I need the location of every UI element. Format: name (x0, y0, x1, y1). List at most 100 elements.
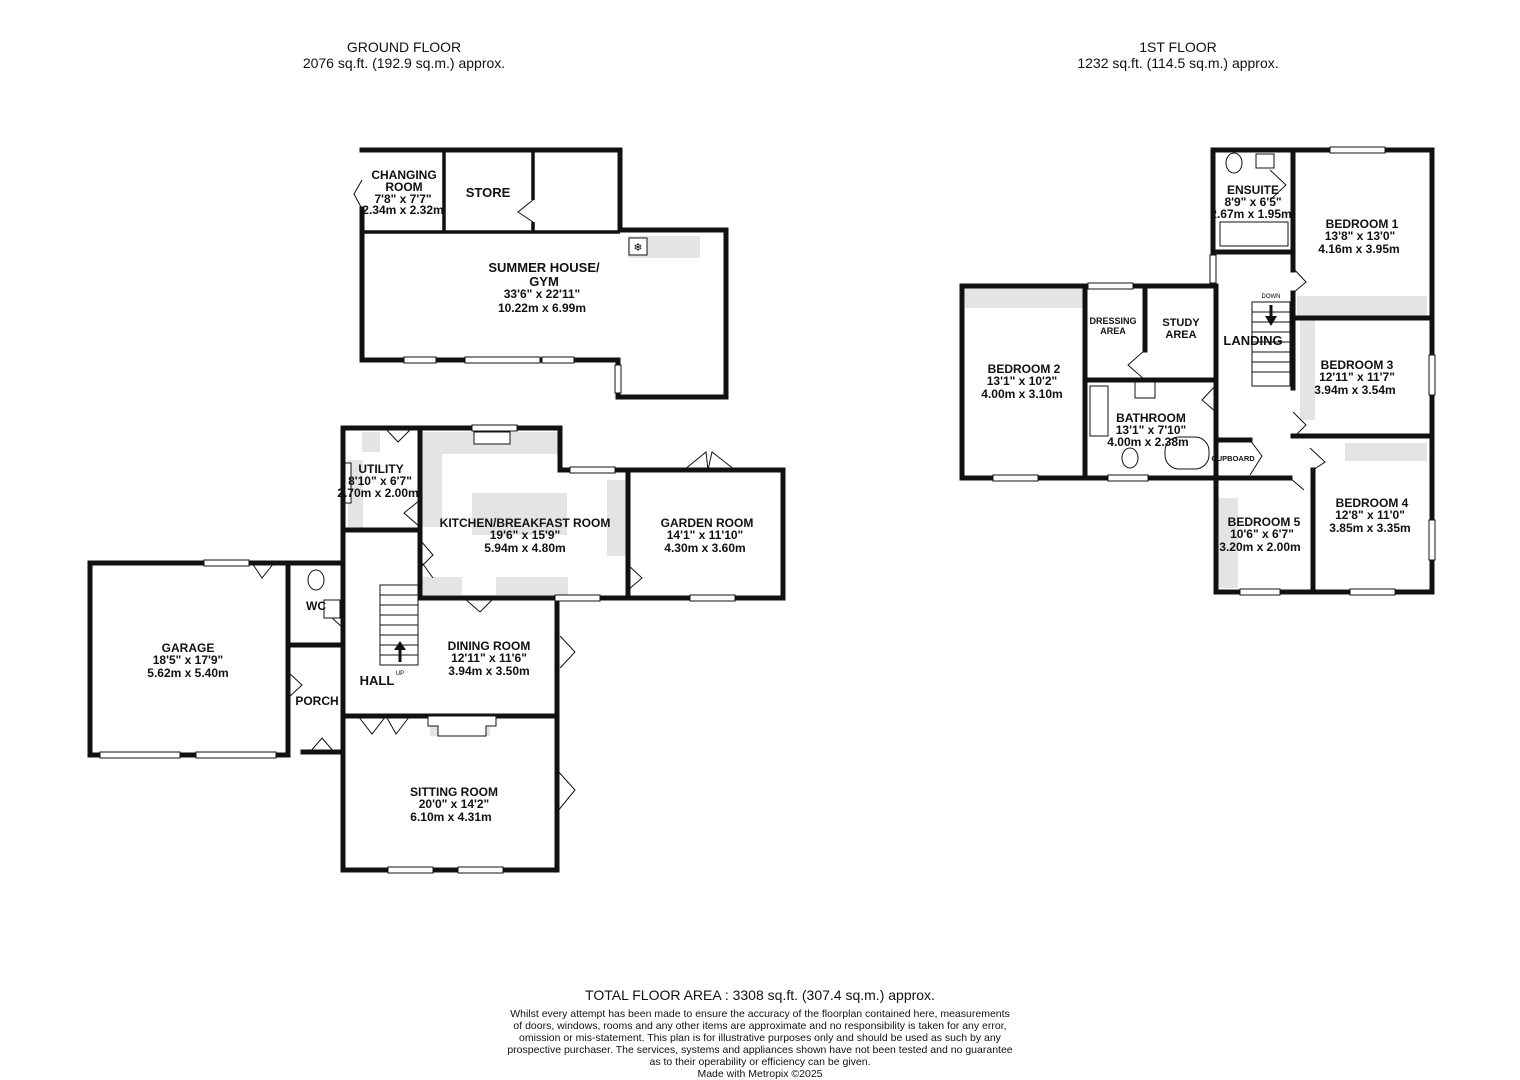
first-floor-block: DOWN (959, 146, 1436, 596)
svg-text:14'1" x 11'10": 14'1" x 11'10" (667, 528, 743, 542)
svg-text:3.94m x 3.50m: 3.94m x 3.50m (448, 664, 529, 678)
svg-text:4.00m x 3.10m: 4.00m x 3.10m (981, 387, 1062, 401)
svg-text:WC: WC (306, 599, 326, 613)
svg-text:18'5" x 17'9": 18'5" x 17'9" (153, 653, 223, 667)
svg-text:4.30m x 3.60m: 4.30m x 3.60m (664, 541, 745, 555)
ground-floor-area: 2076 sq.ft. (192.9 sq.m.) approx. (302, 55, 506, 71)
svg-text:BEDROOM 5: BEDROOM 5 (1228, 515, 1301, 529)
room-changing-room: CHANGING ROOM 7'8" x 7'7" 2.34m x 2.32m (362, 168, 443, 217)
stairs-up-label: UP (396, 671, 404, 677)
svg-text:GARAGE: GARAGE (162, 641, 215, 655)
svg-text:ENSUITE: ENSUITE (1227, 183, 1279, 197)
room-sitting-room: SITTING ROOM 20'0" x 14'2" 6.10m x 4.31m (410, 785, 498, 824)
room-dressing-area: DRESSING AREA (1089, 316, 1136, 336)
room-bedroom-2: BEDROOM 2 13'1" x 10'2" 4.00m x 3.10m (981, 362, 1062, 401)
svg-text:BATHROOM: BATHROOM (1116, 411, 1186, 425)
room-hall: HALL (360, 673, 395, 688)
svg-text:12'11" x 11'7": 12'11" x 11'7" (1319, 370, 1395, 384)
svg-text:ROOM: ROOM (385, 180, 422, 194)
svg-text:DINING ROOM: DINING ROOM (448, 639, 531, 653)
disclaimer-line: prospective purchaser. The services, sys… (507, 1044, 1013, 1056)
toilet-icon (307, 569, 325, 591)
room-garden-room: GARDEN ROOM 14'1" x 11'10" 4.30m x 3.60m (661, 516, 754, 555)
disclaimer-line: as to their operability or efficiency ca… (649, 1056, 871, 1068)
svg-text:12'8" x 11'0": 12'8" x 11'0" (1335, 508, 1405, 522)
metropix-credit: Made with Metropix ©2025 (697, 1068, 823, 1080)
disclaimer-line: Whilst every attempt has been made to en… (510, 1008, 1010, 1020)
svg-text:3.85m x 3.35m: 3.85m x 3.35m (1329, 521, 1410, 535)
first-floor-header: 1ST FLOOR 1232 sq.ft. (114.5 sq.m.) appr… (1028, 39, 1328, 71)
room-garage: GARAGE 18'5" x 17'9" 5.62m x 5.40m (147, 641, 228, 680)
svg-text:BEDROOM 4: BEDROOM 4 (1336, 496, 1409, 510)
ensuite-basin-icon (1255, 153, 1275, 169)
sink-icon (473, 431, 511, 445)
room-wc: WC (306, 599, 326, 613)
room-bedroom-4: BEDROOM 4 12'8" x 11'0" 3.85m x 3.35m (1329, 496, 1410, 535)
ground-floor-header: GROUND FLOOR 2076 sq.ft. (192.9 sq.m.) a… (254, 39, 554, 71)
svg-text:BEDROOM 1: BEDROOM 1 (1326, 217, 1399, 231)
ground-house-block: UP (87, 424, 786, 874)
disclaimer-line: omission or mis-statement. This plan is … (519, 1032, 1001, 1044)
total-floor-area: TOTAL FLOOR AREA : 3308 sq.ft. (307.4 sq… (585, 987, 935, 1003)
disclaimer: Whilst every attempt has been made to en… (440, 1008, 1080, 1080)
stairs-first: DOWN (1251, 294, 1291, 387)
bathroom-basin-icon (1134, 381, 1156, 399)
first-room-labels: ENSUITE 8'9" x 6'5" 2.67m x 1.95m BEDROO… (981, 183, 1410, 554)
svg-text:19'6" x 15'9": 19'6" x 15'9" (490, 528, 560, 542)
svg-text:6.10m x 4.31m: 6.10m x 4.31m (410, 810, 491, 824)
summer-house-block: ❄ (353, 147, 729, 400)
room-summer-house: SUMMER HOUSE/ GYM 33'6" x 22'11" 10.22m … (488, 260, 600, 315)
svg-text:7'8" x 7'7": 7'8" x 7'7" (374, 192, 431, 206)
room-bedroom-5: BEDROOM 5 10'6" x 6'7" 3.20m x 2.00m (1219, 515, 1300, 554)
room-kitchen: KITCHEN/BREAKFAST ROOM 19'6" x 15'9" 5.9… (440, 516, 611, 555)
svg-text:10.22m x 6.99m: 10.22m x 6.99m (498, 301, 586, 315)
svg-text:AREA: AREA (1165, 329, 1196, 341)
svg-text:4.16m x 3.95m: 4.16m x 3.95m (1318, 242, 1399, 256)
room-bathroom: BATHROOM 13'1" x 7'10" 4.00m x 2.38m (1107, 411, 1188, 449)
disclaimer-line: of doors, windows, rooms and any other i… (513, 1020, 1007, 1032)
svg-text:GARDEN ROOM: GARDEN ROOM (661, 516, 754, 530)
room-utility: UTILITY 8'10" x 6'7" 2.70m x 2.00m (337, 462, 418, 500)
basin-icon (323, 599, 341, 619)
svg-text:2.34m x 2.32m: 2.34m x 2.32m (362, 203, 443, 217)
room-study-area: STUDY AREA (1162, 317, 1200, 341)
bath-icon (1164, 436, 1210, 470)
svg-text:4.00m x 2.38m: 4.00m x 2.38m (1107, 435, 1188, 449)
ensuite-toilet-icon (1225, 152, 1243, 174)
room-ensuite: ENSUITE 8'9" x 6'5" 2.67m x 1.95m (1210, 183, 1291, 221)
first-floor-area: 1232 sq.ft. (114.5 sq.m.) approx. (1077, 55, 1279, 71)
stairs-down-label: DOWN (1262, 294, 1281, 300)
ground-room-labels: CHANGING ROOM 7'8" x 7'7" 2.34m x 2.32m … (147, 168, 753, 824)
svg-text:8'10" x 6'7": 8'10" x 6'7" (348, 474, 412, 488)
shower-tray-icon (1219, 221, 1289, 247)
svg-text:GYM: GYM (529, 274, 559, 289)
room-porch: PORCH (295, 694, 338, 708)
svg-text:CUPBOARD: CUPBOARD (1211, 454, 1255, 463)
svg-text:12'11" x 11'6": 12'11" x 11'6" (451, 651, 527, 665)
svg-text:LANDING: LANDING (1223, 333, 1282, 348)
svg-text:13'1" x 7'10": 13'1" x 7'10" (1116, 423, 1186, 437)
ground-floor-title: GROUND FLOOR (346, 39, 462, 55)
room-bedroom-1: BEDROOM 1 13'8" x 13'0" 4.16m x 3.95m (1318, 217, 1399, 256)
svg-text:5.62m x 5.40m: 5.62m x 5.40m (147, 666, 228, 680)
svg-text:AREA: AREA (1100, 326, 1126, 336)
svg-text:10'6" x 6'7": 10'6" x 6'7" (1230, 527, 1294, 541)
svg-text:UTILITY: UTILITY (358, 462, 403, 476)
stairs: UP (379, 584, 419, 677)
svg-text:BEDROOM 3: BEDROOM 3 (1321, 358, 1394, 372)
room-cupboard: CUPBOARD (1211, 454, 1255, 463)
room-store: STORE (466, 185, 511, 200)
bathroom-shower-icon (1089, 385, 1109, 437)
snowflake-icon: ❄ (633, 242, 642, 254)
svg-text:3.94m x 3.54m: 3.94m x 3.54m (1314, 383, 1395, 397)
svg-text:13'1" x 10'2": 13'1" x 10'2" (987, 374, 1057, 388)
room-dining-room: DINING ROOM 12'11" x 11'6" 3.94m x 3.50m (448, 639, 531, 678)
svg-text:SITTING ROOM: SITTING ROOM (410, 785, 498, 799)
svg-text:STUDY: STUDY (1162, 317, 1200, 329)
svg-text:13'8" x 13'0": 13'8" x 13'0" (1325, 229, 1395, 243)
svg-text:20'0" x 14'2": 20'0" x 14'2" (419, 797, 489, 811)
svg-text:2.70m x 2.00m: 2.70m x 2.00m (337, 486, 418, 500)
svg-text:8'9" x 6'5": 8'9" x 6'5" (1224, 195, 1281, 209)
first-floor-title: 1ST FLOOR (1139, 39, 1217, 55)
